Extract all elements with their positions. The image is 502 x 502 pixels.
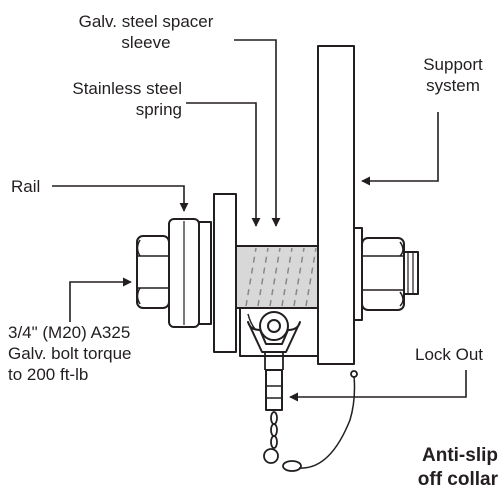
label-rail: Rail: [11, 177, 41, 196]
label-line: Galv. steel spacer: [78, 12, 214, 31]
label-spacer-sleeve: Galv. steel spacer sleeve: [66, 11, 226, 53]
hex-nut-left: [136, 235, 170, 309]
label-line: Anti-slip: [422, 445, 498, 466]
spring-sleeve: [235, 245, 319, 309]
leader-spacer-sleeve: [234, 39, 281, 227]
hex-nut-right: [353, 227, 405, 321]
label-line: 3/4" (M20) A325: [8, 323, 131, 342]
lock-out-pin: [247, 311, 301, 411]
leader-bolt: [69, 277, 132, 322]
label-line: to 200 ft-lb: [8, 365, 89, 384]
label-line: sleeve: [121, 33, 171, 52]
label-line: Stainless steel: [72, 79, 182, 98]
label-line: spring: [135, 100, 182, 119]
label-line: Support: [423, 55, 483, 74]
label-line: off collar: [417, 469, 498, 490]
label-anti-slip-collar: Anti-slip off collar: [380, 444, 498, 492]
leader-lock-out: [289, 370, 467, 402]
rail-flange: [198, 193, 237, 353]
label-support-system: Support system: [406, 54, 500, 96]
leader-spring: [186, 102, 261, 227]
bolt-end: [403, 251, 419, 295]
leader-rail: [52, 185, 189, 212]
label-line: Galv. bolt torque: [8, 344, 132, 363]
label-line: system: [426, 76, 480, 95]
rail-washer: [168, 218, 200, 328]
leader-support: [361, 112, 439, 186]
lanyard-chain: [263, 370, 358, 472]
support-plate: [317, 45, 355, 365]
label-bolt: 3/4" (M20) A325 Galv. bolt torque to 200…: [8, 322, 131, 385]
label-lock-out: Lock Out: [415, 345, 484, 364]
label-spring: Stainless steel spring: [40, 78, 182, 120]
